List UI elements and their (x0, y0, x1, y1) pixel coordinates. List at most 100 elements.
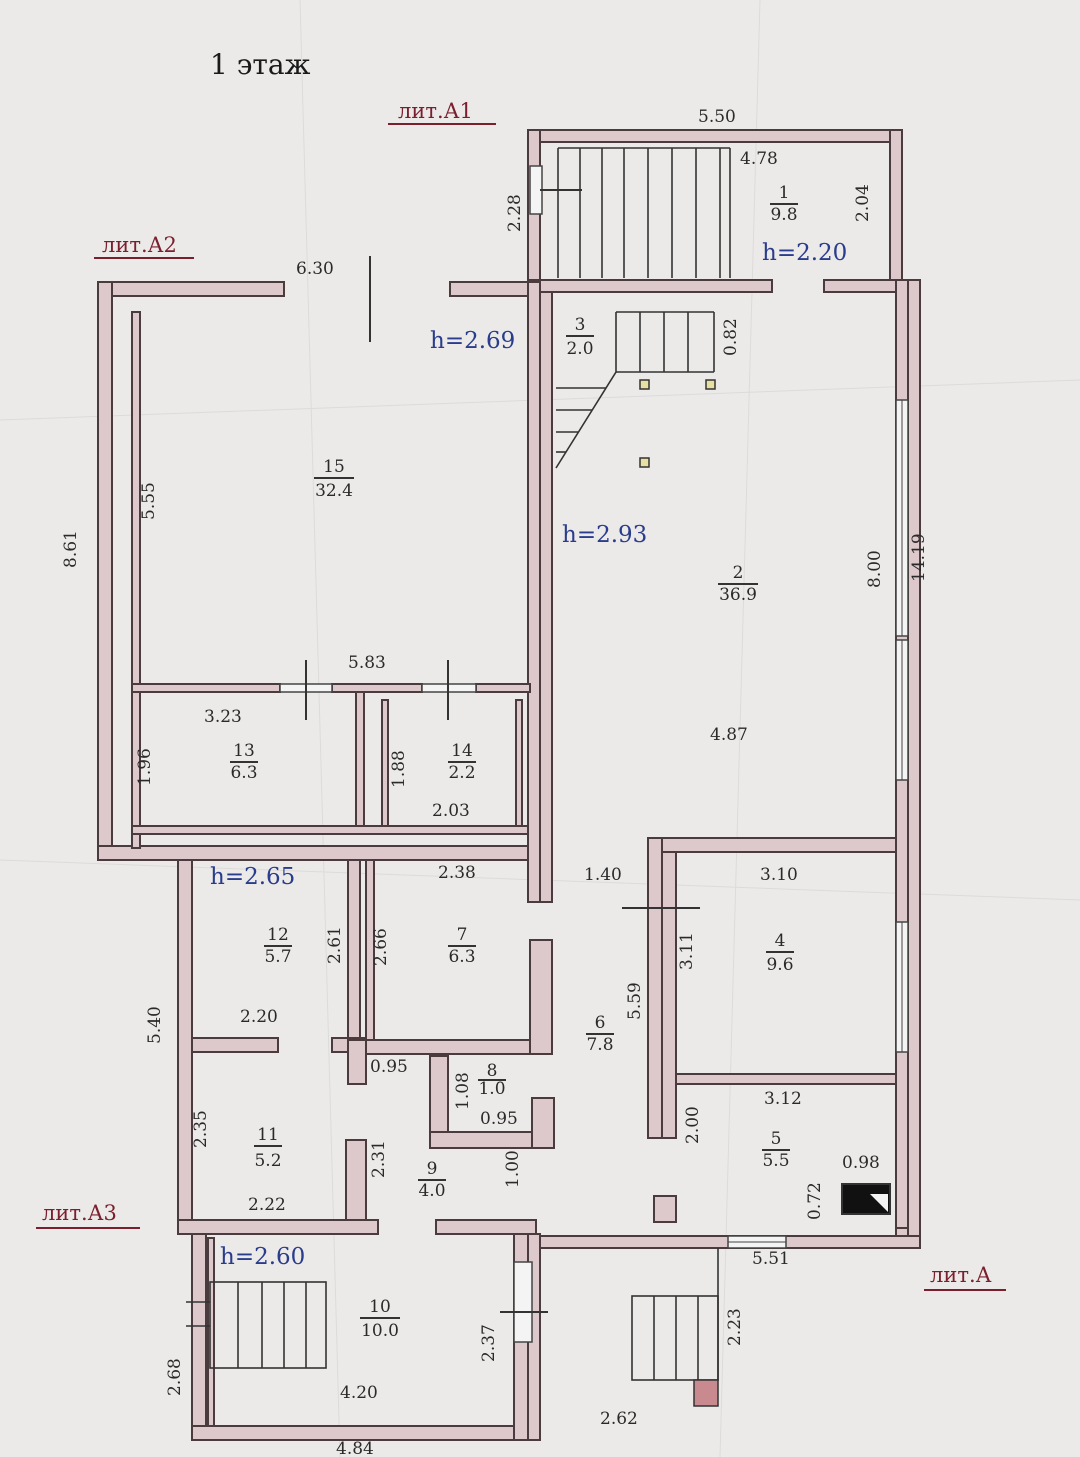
walls (97, 129, 921, 1441)
dim-4-78: 4.78 (740, 149, 778, 169)
svg-text:14: 14 (451, 741, 473, 761)
dim-0-72: 0.72 (805, 1182, 825, 1220)
svg-text:3: 3 (575, 315, 586, 335)
dim-2-04: 2.04 (853, 184, 873, 222)
svg-text:1: 1 (779, 183, 790, 203)
svg-text:5.2: 5.2 (254, 1151, 281, 1171)
svg-text:5.5: 5.5 (762, 1151, 789, 1171)
room-12-label: 12 5.7 (264, 925, 292, 967)
dim-2-22: 2.22 (248, 1195, 286, 1215)
dim-3-23: 3.23 (204, 707, 242, 727)
dim-0-82: 0.82 (721, 318, 741, 356)
room-10-label: 10 10.0 (360, 1297, 400, 1341)
dim-2-62: 2.62 (600, 1409, 638, 1429)
room-3-label: 3 2.0 (566, 315, 594, 359)
dim-2-03: 2.03 (432, 801, 470, 821)
dim-2-61: 2.61 (325, 926, 345, 964)
svg-text:7.8: 7.8 (586, 1035, 613, 1055)
dim-2-68: 2.68 (165, 1358, 185, 1396)
floor-title: 1 этаж (210, 48, 311, 81)
windows (279, 165, 909, 1343)
stairs-room-1 (557, 147, 731, 278)
svg-text:7: 7 (457, 925, 468, 945)
svg-text:36.9: 36.9 (719, 585, 757, 605)
svg-text:1.0: 1.0 (478, 1079, 505, 1099)
liter-a3-label: лит.А3 (42, 1201, 117, 1225)
room-15-label: 15 32.4 (314, 457, 354, 501)
dim-0-98: 0.98 (842, 1153, 880, 1173)
room-11-label: 11 5.2 (254, 1125, 282, 1171)
liter-a2-label: лит.А2 (102, 233, 177, 257)
svg-text:10: 10 (369, 1297, 391, 1317)
dim-8-61: 8.61 (61, 530, 81, 568)
svg-text:5: 5 (771, 1129, 782, 1149)
liter-a1-label: лит.А1 (398, 99, 473, 123)
svg-text:4.0: 4.0 (418, 1181, 445, 1201)
svg-text:6.3: 6.3 (230, 763, 257, 783)
dim-3-11: 3.11 (677, 932, 697, 970)
svg-text:2.0: 2.0 (566, 339, 593, 359)
dim-1-40: 1.40 (584, 865, 622, 885)
dim-8-00: 8.00 (865, 550, 885, 588)
svg-text:5.7: 5.7 (264, 947, 291, 967)
room-14-label: 14 2.2 (448, 741, 476, 783)
dim-5-83: 5.83 (348, 653, 386, 673)
dim-2-20: 2.20 (240, 1007, 278, 1027)
svg-text:10.0: 10.0 (361, 1321, 399, 1341)
svg-text:12: 12 (267, 925, 289, 945)
dim-5-40: 5.40 (145, 1006, 165, 1044)
room-4-label: 4 9.6 (766, 931, 794, 975)
dim-2-35: 2.35 (191, 1110, 211, 1148)
svg-text:8: 8 (487, 1061, 498, 1081)
dim-2-38: 2.38 (438, 863, 476, 883)
fixture-marks (639, 379, 716, 468)
room-7-label: 7 6.3 (448, 925, 476, 967)
svg-text:9.8: 9.8 (770, 205, 797, 225)
svg-text:6: 6 (595, 1013, 606, 1033)
stairs-porch (631, 1248, 719, 1407)
svg-text:2.2: 2.2 (448, 763, 475, 783)
dim-1-08: 1.08 (453, 1072, 473, 1110)
liter-labels: лит.А1 лит.А2 лит.А3 лит.А (36, 99, 1006, 1291)
dim-14-19: 14.19 (909, 533, 929, 582)
dim-4-20: 4.20 (340, 1383, 378, 1403)
dim-2-00: 2.00 (683, 1106, 703, 1144)
svg-text:4: 4 (775, 931, 786, 951)
door-marks (305, 189, 700, 1313)
dim-5-59: 5.59 (625, 982, 645, 1020)
dim-3-10: 3.10 (760, 865, 798, 885)
room-5-label: 5 5.5 (762, 1129, 790, 1171)
height-room-1: h=2.20 (762, 240, 847, 266)
dim-1-00: 1.00 (503, 1150, 523, 1188)
height-room-12: h=2.65 (210, 864, 295, 890)
room-2-label: 2 36.9 (718, 563, 758, 605)
dim-2-31: 2.31 (369, 1140, 389, 1178)
dimension-labels: 5.50 4.78 6.30 5.83 3.23 2.03 4.87 2.38 … (61, 107, 929, 1457)
dim-2-28: 2.28 (505, 194, 525, 232)
room-6-label: 6 7.8 (586, 1013, 614, 1055)
height-room-15: h=2.69 (430, 328, 515, 354)
height-room-10: h=2.60 (220, 1244, 305, 1270)
liter-a-label: лит.А (930, 1263, 992, 1287)
svg-text:13: 13 (233, 741, 255, 761)
room-9-label: 9 4.0 (418, 1159, 446, 1201)
dim-0-95-a: 0.95 (370, 1057, 408, 1077)
dim-6-30: 6.30 (296, 259, 334, 279)
dim-5-55: 5.55 (139, 482, 159, 520)
dim-3-12: 3.12 (764, 1089, 802, 1109)
room-1-label: 1 9.8 (770, 183, 798, 225)
dim-5-50: 5.50 (698, 107, 736, 127)
svg-text:11: 11 (257, 1125, 279, 1145)
svg-text:6.3: 6.3 (448, 947, 475, 967)
dim-5-51: 5.51 (752, 1249, 790, 1269)
dim-1-88: 1.88 (389, 750, 409, 788)
dim-1-96: 1.96 (135, 748, 155, 786)
height-room-2: h=2.93 (562, 522, 647, 548)
room-8-label: 8 1.0 (478, 1061, 506, 1099)
svg-text:15: 15 (323, 457, 345, 477)
room-labels: 1 9.8 2 36.9 3 2.0 4 9.6 5 5.5 6 7.8 (230, 183, 798, 1341)
svg-text:9: 9 (427, 1159, 438, 1179)
svg-text:9.6: 9.6 (766, 955, 793, 975)
dim-2-37: 2.37 (479, 1324, 499, 1362)
